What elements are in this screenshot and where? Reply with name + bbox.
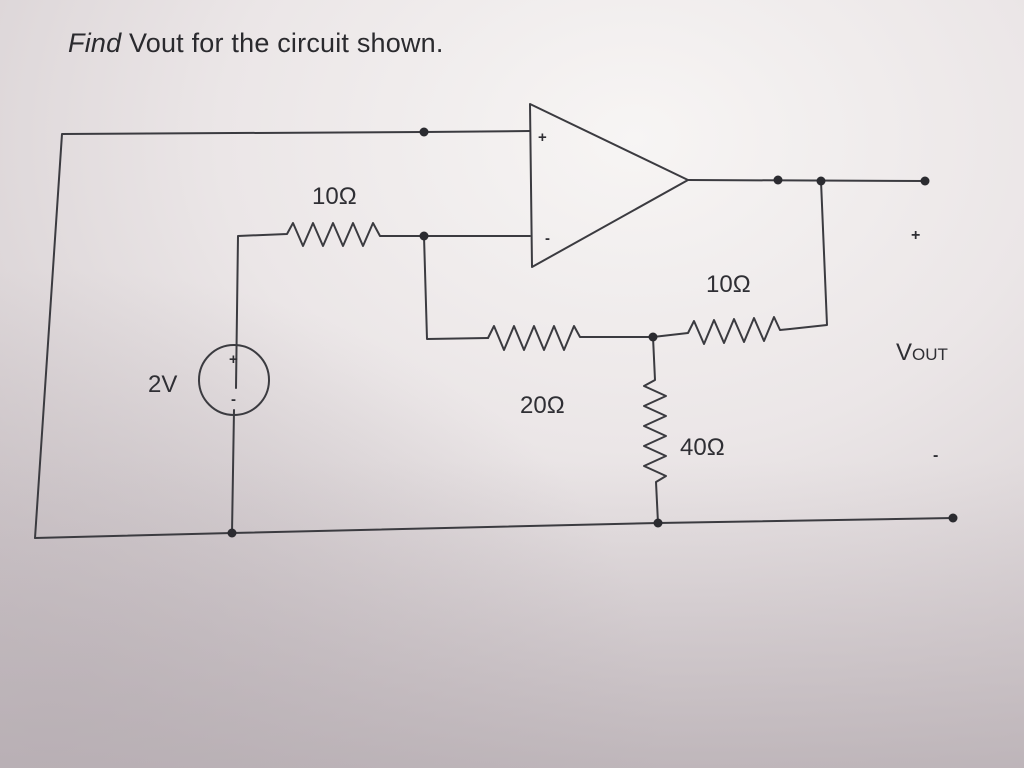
wire-plus-input [423, 130, 531, 133]
output-plus-sign: + [911, 227, 920, 244]
output-label: VOUT [896, 339, 948, 366]
label-resistor-feedback: 10Ω [706, 271, 751, 298]
terminal-output-plus [920, 176, 930, 186]
wire-feedback-vertical [789, 180, 828, 330]
opamp-plus-sign: + [538, 129, 547, 146]
voltage-source-symbol [198, 344, 270, 416]
source-plus-sign: + [229, 351, 238, 368]
node-output-b [816, 176, 826, 186]
resistor-shunt-40 [643, 336, 667, 524]
wire-source-bottom [231, 409, 235, 534]
node-output-a [773, 175, 783, 185]
wire-output [687, 179, 926, 182]
node-ground-left [227, 528, 237, 538]
output-minus-sign: - [933, 447, 938, 464]
node-middle [648, 332, 658, 342]
node-inverting [419, 231, 429, 241]
label-resistor-shunt: 40Ω [680, 434, 725, 461]
node-ground-middle [653, 518, 663, 528]
resistor-input-10 [235, 222, 531, 389]
wire-inverting-node [423, 235, 489, 340]
question-title: Find Vout for the circuit shown. [68, 28, 444, 59]
terminal-output-minus [948, 513, 958, 523]
wire-ground-rail [34, 517, 954, 539]
opamp-minus-sign: - [545, 230, 550, 247]
wire-top-rail [34, 131, 425, 539]
source-minus-sign: - [231, 391, 236, 408]
resistor-middle-20 [487, 325, 654, 351]
source-value-label: 2V [148, 371, 177, 398]
opamp-symbol [529, 103, 689, 268]
output-label-main: V [896, 339, 912, 366]
question-text: Vout for the circuit shown. [129, 28, 444, 58]
output-label-subscript: OUT [912, 345, 948, 364]
question-prefix: Find [68, 28, 122, 58]
resistor-feedback-10 [652, 316, 791, 345]
label-resistor-input: 10Ω [312, 183, 357, 210]
node-plus-input [419, 127, 429, 137]
label-resistor-middle: 20Ω [520, 392, 565, 419]
